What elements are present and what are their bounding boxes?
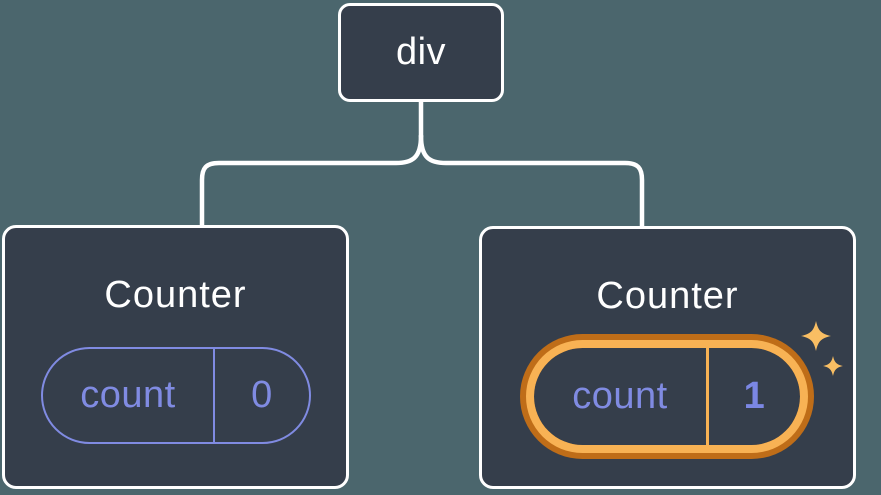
counter-title-left: Counter [104, 274, 247, 316]
connector-branch-right [418, 133, 645, 231]
root-div-node: div [338, 3, 504, 102]
counter-card-left: Counter count 0 [2, 225, 349, 489]
root-div-label: div [395, 31, 447, 73]
state-value-right: 1 [743, 375, 766, 417]
counter-card-right: Counter count 1 [479, 226, 856, 489]
connector-branch-left [199, 133, 424, 230]
state-name-left: count [43, 349, 215, 442]
state-pill-left: count 0 [41, 347, 311, 444]
counter-title-right: Counter [596, 275, 739, 317]
state-name-right: count [534, 348, 709, 445]
state-pill-right-highlighted: count 1 [534, 348, 800, 445]
state-value-left: 0 [251, 374, 273, 416]
